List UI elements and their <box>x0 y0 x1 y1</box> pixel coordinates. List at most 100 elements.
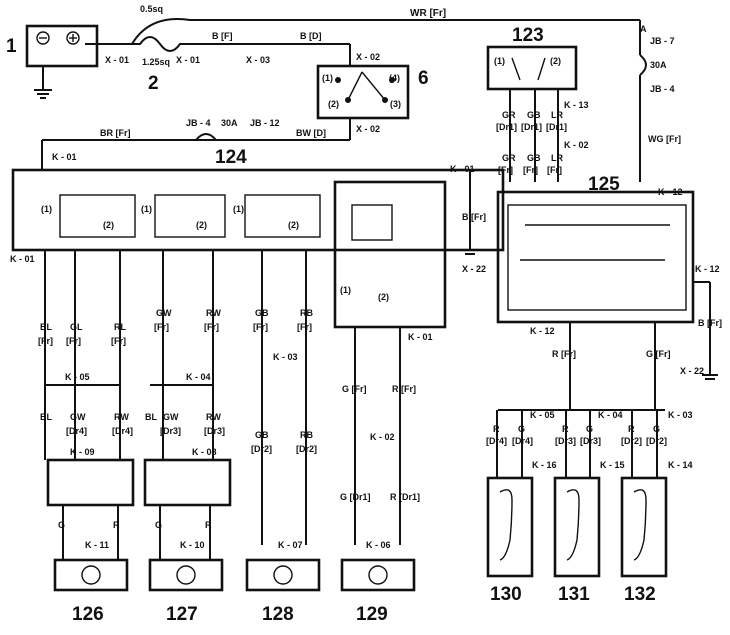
component-label-124: 124 <box>215 147 247 168</box>
wire-rb-fr: [Fr] <box>297 322 312 332</box>
fuse-30a <box>639 20 647 182</box>
wire-dr4-c: [Dr4] <box>486 436 507 446</box>
wire-dr2-c: [Dr2] <box>621 436 642 446</box>
relay123-t2: (2) <box>550 56 561 66</box>
window-motor-131 <box>553 410 601 578</box>
wire-rl: RL <box>114 322 126 332</box>
wire-g-132: G <box>653 424 660 434</box>
connector-k06: K - 06 <box>366 540 391 550</box>
wire-g-fr-2: G [Fr] <box>342 384 367 394</box>
wire-dr3-d: [Dr3] <box>580 436 601 446</box>
connector-k13: K - 13 <box>564 100 589 110</box>
wire-gb-2: GB <box>527 153 541 163</box>
switch-b-t1: (1) <box>141 204 152 214</box>
wire-fr-c: [Fr] <box>547 165 562 175</box>
connector-x22-b: X - 22 <box>680 366 704 376</box>
connector-k03: K - 03 <box>273 352 298 362</box>
connector-x22: X - 22 <box>462 264 486 274</box>
wire-r-130: R <box>493 424 500 434</box>
fusible-link <box>125 18 640 52</box>
component-label-131: 131 <box>558 584 590 605</box>
connector-k16: K - 16 <box>532 460 557 470</box>
wire-fr-a: [Fr] <box>498 165 513 175</box>
wire-dr2-d: [Dr2] <box>646 436 667 446</box>
wire-label-1-25sq: 1.25sq <box>142 57 170 67</box>
connector-k02-b: K - 02 <box>564 140 589 150</box>
component-label-126: 126 <box>72 604 104 625</box>
wire-rl-fr: [Fr] <box>111 336 126 346</box>
connector-x02: X - 02 <box>356 52 380 62</box>
connector-k12-b: K - 12 <box>695 264 720 274</box>
switch6-t1: (1) <box>322 73 333 83</box>
wire-fr-b: [Fr] <box>523 165 538 175</box>
wire-gl: GL <box>70 322 83 332</box>
ignition-switch <box>316 44 410 140</box>
wire-gb-123: GB <box>527 110 541 120</box>
window-motor-130 <box>486 410 534 578</box>
wire-dr3-a: [Dr3] <box>160 426 181 436</box>
wire-gb-dr2-tag: [Dr2] <box>251 444 272 454</box>
connector-k10: K - 10 <box>180 540 205 550</box>
wire-r-a: R <box>113 520 120 530</box>
master-switch-124 <box>11 168 505 329</box>
connector-k15: K - 15 <box>600 460 625 470</box>
wire-rw: RW <box>206 308 221 318</box>
component-label-123: 123 <box>512 25 544 46</box>
wire-r-fr-2: R [Fr] <box>392 384 416 394</box>
wire-rb-dr2: RB <box>300 430 313 440</box>
control-unit-125 <box>496 190 695 324</box>
wire-lr: LR <box>551 110 563 120</box>
wire-g-131: G <box>586 424 593 434</box>
connector-k09: K - 09 <box>70 447 95 457</box>
connector-x03: X - 03 <box>246 55 270 65</box>
wire-bl-2: BL <box>40 412 52 422</box>
connector-k01-d: K - 01 <box>408 332 433 342</box>
wire-gw-fr: [Fr] <box>154 322 169 332</box>
wire-b-f: B [F] <box>212 31 233 41</box>
connector-jb7: JB - 7 <box>650 36 675 46</box>
wire-rw-3: RW <box>206 412 221 422</box>
wire-label-0-5sq: 0.5sq <box>140 4 163 14</box>
wire-gb-fr: [Fr] <box>253 322 268 332</box>
connector-k11: K - 11 <box>85 540 109 550</box>
circle-mark-a: A <box>640 24 647 34</box>
battery <box>25 24 125 99</box>
wire-b-d: B [D] <box>300 31 322 41</box>
component-label-1: 1 <box>6 36 17 57</box>
component-label-125: 125 <box>588 174 620 195</box>
connector-k12-c: K - 12 <box>530 326 555 336</box>
wire-wg-fr: WG [Fr] <box>648 134 681 144</box>
switch-d-t1: (1) <box>340 285 351 295</box>
wire-30a-a: 30A <box>221 118 238 128</box>
switch6-t2: (2) <box>328 99 339 109</box>
switch-d-t2: (2) <box>378 292 389 302</box>
wire-bl: BL <box>40 322 52 332</box>
wire-br-fr: BR [Fr] <box>100 128 131 138</box>
switch-b-t2: (2) <box>196 220 207 230</box>
wire-gr-2: GR <box>502 153 516 163</box>
connector-jb4-b: JB - 4 <box>186 118 211 128</box>
wire-dr1-b: [Dr1] <box>521 122 542 132</box>
component-label-2: 2 <box>148 73 159 94</box>
wire-dr1-a: [Dr1] <box>496 122 517 132</box>
connector-k01-c: K - 01 <box>10 254 35 264</box>
door-switch-rear-left <box>46 458 135 560</box>
window-motor-132 <box>620 410 668 578</box>
wire-dr4-d: [Dr4] <box>512 436 533 446</box>
relay123-t1: (1) <box>494 56 505 66</box>
connector-k08: K - 08 <box>192 447 217 457</box>
wire-gr: GR <box>502 110 516 120</box>
wire-bl-fr: [Fr] <box>38 336 53 346</box>
wire-r-131: R <box>562 424 569 434</box>
connector-jb12: JB - 12 <box>250 118 280 128</box>
switch-a-t1: (1) <box>41 204 52 214</box>
wire-r-dr1: R [Dr1] <box>390 492 420 502</box>
motor-127 <box>148 558 224 592</box>
wire-b-fr-a: B [Fr] <box>462 212 486 222</box>
wire-30a-b: 30A <box>650 60 667 70</box>
connector-jb4: JB - 4 <box>650 84 675 94</box>
wire-bundle-124 <box>44 250 401 545</box>
wire-dr1-c: [Dr1] <box>546 122 567 132</box>
switch-c-t1: (1) <box>233 204 244 214</box>
